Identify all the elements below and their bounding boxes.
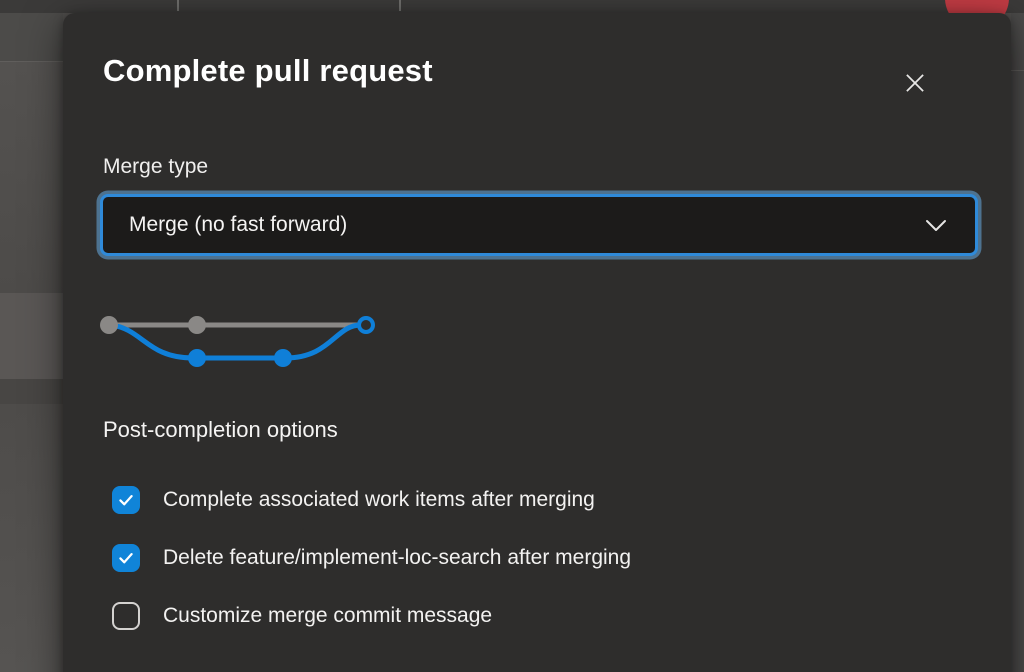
- merge-type-label: Merge type: [103, 155, 209, 178]
- commit-dot-blue: [274, 349, 292, 367]
- option-label: Delete feature/implement-loc-search afte…: [163, 546, 632, 569]
- dialog-title: Complete pull request: [103, 53, 433, 88]
- backdrop-band: [0, 379, 63, 404]
- backdrop-top-bar: [0, 0, 1024, 13]
- backdrop-right-region: [1011, 0, 1024, 672]
- checkbox-delete-branch[interactable]: [112, 544, 140, 572]
- option-row-customize-message: Customize merge commit message: [112, 602, 492, 630]
- commit-dot-blue: [188, 349, 206, 367]
- close-icon: [906, 74, 924, 92]
- complete-pull-request-dialog: Complete pull request Merge type Merge (…: [63, 13, 1011, 672]
- backdrop-band: [0, 404, 63, 672]
- option-label: Customize merge commit message: [163, 604, 493, 627]
- close-button[interactable]: [895, 63, 935, 103]
- post-completion-heading: Post-completion options: [103, 417, 338, 442]
- checkbox-customize-message[interactable]: [112, 602, 140, 630]
- backdrop-divider: [399, 0, 401, 11]
- merge-diagram: [100, 316, 375, 367]
- backdrop-band: [0, 62, 63, 293]
- backdrop-band: [0, 13, 63, 61]
- checkmark-icon: [119, 553, 133, 564]
- option-row-delete-branch: Delete feature/implement-loc-search afte…: [112, 544, 631, 572]
- commit-dot-gray: [188, 316, 206, 334]
- merge-commit-open-dot: [357, 316, 375, 334]
- backdrop-divider: [0, 61, 63, 62]
- merge-type-dropdown[interactable]: Merge (no fast forward): [100, 194, 978, 256]
- backdrop-divider: [1011, 70, 1024, 71]
- chevron-down-icon: [926, 219, 946, 231]
- backdrop-divider: [177, 0, 179, 11]
- option-label: Complete associated work items after mer…: [163, 488, 595, 511]
- commit-dot-gray: [100, 316, 118, 334]
- checkbox-complete-work-items[interactable]: [112, 486, 140, 514]
- checkmark-icon: [119, 495, 133, 506]
- backdrop-left-region: [0, 0, 63, 672]
- backdrop-band: [0, 293, 63, 379]
- option-row-complete-work-items: Complete associated work items after mer…: [112, 486, 595, 514]
- merge-type-selected-value: Merge (no fast forward): [129, 213, 348, 236]
